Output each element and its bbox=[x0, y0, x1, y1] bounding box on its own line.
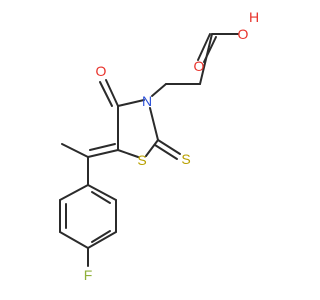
bond-exo-a bbox=[87, 149, 119, 158]
atom-s-thione: S bbox=[181, 151, 190, 167]
atom-labels: O H O N O S S F bbox=[84, 9, 259, 283]
atom-n-ring: N bbox=[142, 93, 152, 109]
bond-c4-o-a bbox=[105, 79, 119, 107]
atom-h-hydroxyl: H bbox=[249, 9, 259, 25]
bond-c5-s1 bbox=[117, 149, 139, 158]
atom-o-hydroxyl: O bbox=[238, 26, 249, 42]
bond-c-o-double-a bbox=[197, 33, 211, 61]
atom-o-ring-carbonyl: O bbox=[96, 63, 107, 79]
bond-cooh-ch2 bbox=[199, 33, 213, 85]
bond-ar-6 bbox=[87, 184, 117, 201]
bond-c2-s-b bbox=[154, 144, 178, 160]
atom-o-carbonyl-acid: O bbox=[194, 58, 205, 74]
bond-ar-inner-3 bbox=[91, 191, 111, 204]
bond-exo-b bbox=[89, 143, 116, 151]
bond-methyl bbox=[61, 143, 89, 158]
atom-s-ring: S bbox=[137, 152, 146, 168]
bond-ar-3 bbox=[59, 231, 89, 249]
bond-ar-1 bbox=[59, 184, 89, 201]
bond-ar-inner-2 bbox=[91, 230, 111, 243]
bond-c2-s-a bbox=[157, 139, 181, 155]
bond-n-c2 bbox=[149, 107, 159, 141]
bond-ar-4 bbox=[87, 231, 117, 249]
bond-s1-c2 bbox=[145, 139, 159, 157]
bond-ch2-n bbox=[151, 83, 167, 97]
bond-c4-o-b bbox=[99, 81, 113, 107]
molecule-structure: O H O N O S S F bbox=[59, 9, 259, 283]
atom-f-fluoro: F bbox=[84, 267, 93, 283]
bonds bbox=[59, 33, 239, 267]
bond-n-c4 bbox=[117, 99, 145, 107]
